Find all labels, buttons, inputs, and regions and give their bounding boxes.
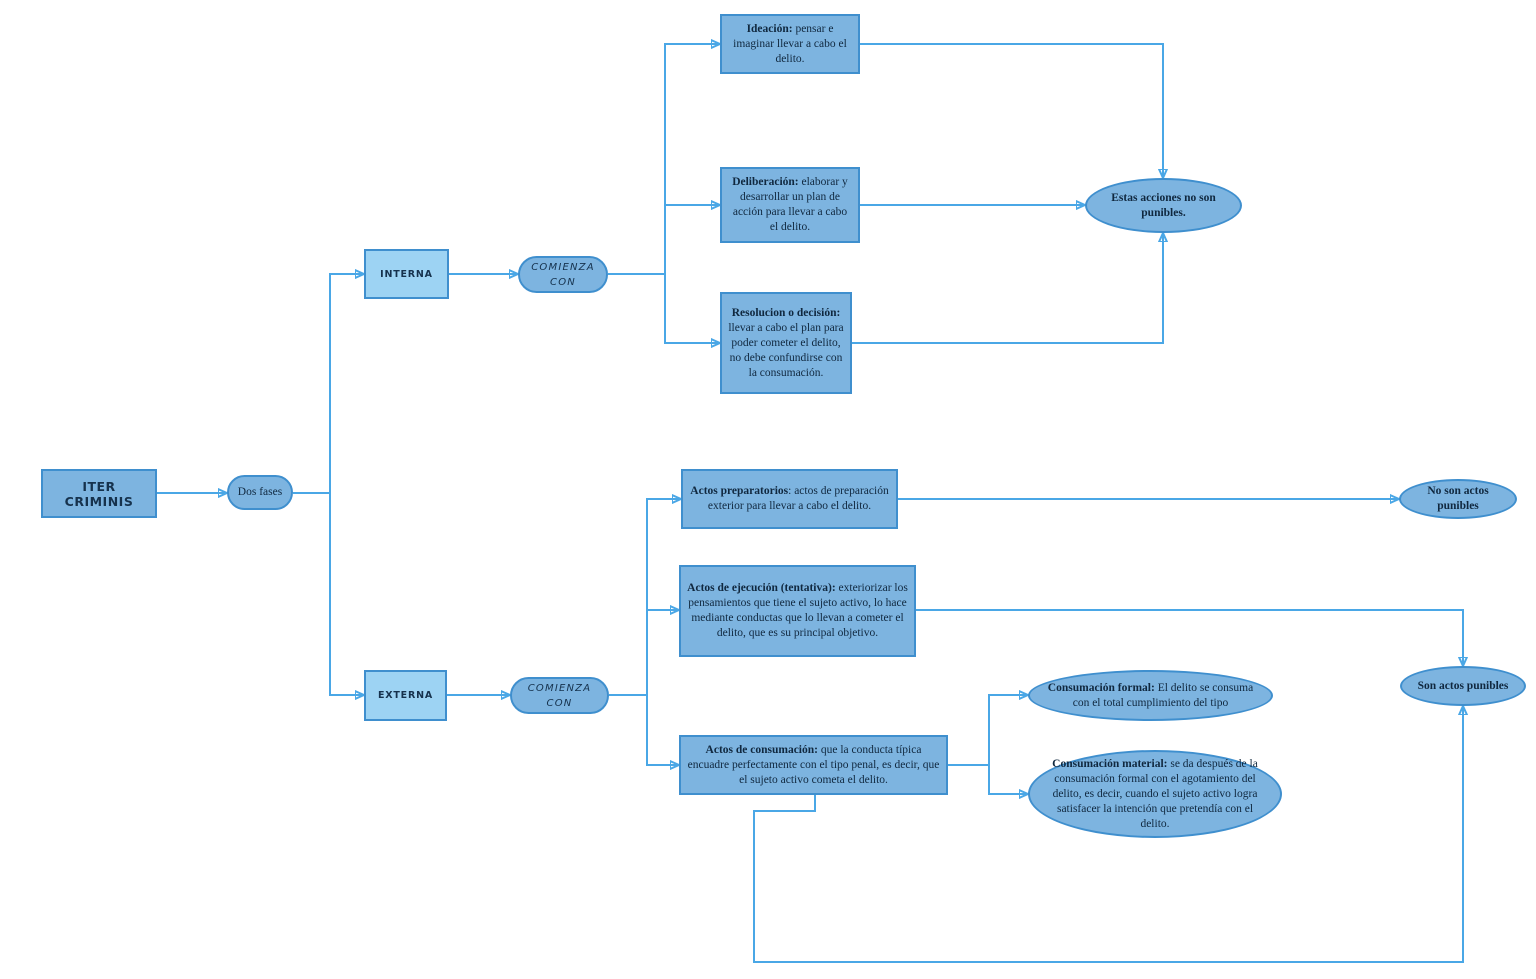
connector-consumacion-material [988, 765, 1028, 794]
ideacion-desc: pensar e imaginar llevar a cabo el delit… [733, 22, 847, 65]
no-son-actos-punibles-node: No son actos punibles [1399, 479, 1517, 519]
externa-comienza-label: COMIENZA CON [527, 682, 592, 709]
deliberacion-node: Deliberación: elaborar y desarrollar un … [720, 167, 860, 243]
connector-comienza-preparatorios [609, 499, 681, 696]
deliberacion-text: Deliberación: elaborar y desarrollar un … [728, 175, 852, 235]
ideacion-node: Ideación: pensar e imaginar llevar a cab… [720, 14, 860, 74]
deliberacion-title: Deliberación: [732, 176, 799, 188]
dos-fases-label: Dos fases [237, 486, 283, 498]
consumacion-formal-text: Consumación formal: El delito se consuma… [1044, 681, 1257, 711]
connector-ejecucion-punibles [916, 609, 1463, 666]
connector-comienza-ideacion [608, 44, 720, 275]
interna-comienza-node: COMIENZA CON [518, 256, 608, 293]
ejecucion-title: Actos de ejecución (tentativa): [687, 582, 836, 594]
consumacion-text: Actos de consumación: que la conducta tí… [687, 743, 940, 788]
connector-fases-externa [329, 493, 364, 695]
connector-consumacion-punibles [753, 706, 1463, 963]
externa-label: EXTERNA [377, 690, 433, 701]
root-label: ITER CRIMINIS [64, 478, 134, 509]
resolucion-text: Resolucion o decisión: llevar a cabo el … [728, 306, 844, 381]
connector-fases-interna [293, 274, 364, 494]
connector-resolucion-result [852, 233, 1163, 344]
son-actos-punibles-node: Son actos punibles [1400, 666, 1526, 706]
consumacion-desc: que la conducta típica encuadre perfecta… [687, 743, 940, 786]
consumacion-node: Actos de consumación: que la conducta tí… [679, 735, 948, 795]
son-actos-punibles-label: Son actos punibles [1417, 679, 1509, 692]
connector-consumacion-formal [948, 695, 1028, 766]
interna-label: INTERNA [380, 268, 433, 280]
interna-comienza-label: COMIENZA CON [531, 261, 595, 288]
consumacion-material-node: Consumación material: se da después de l… [1028, 750, 1282, 838]
connector-ideacion-result [860, 43, 1163, 178]
no-son-actos-punibles-label: No son actos punibles [1427, 485, 1489, 512]
deliberacion-desc: elaborar y desarrollar un plan de acción… [732, 176, 848, 233]
ideacion-text: Ideación: pensar e imaginar llevar a cab… [728, 22, 852, 67]
interna-node: INTERNA [364, 249, 449, 299]
consumacion-material-title: Consumación material: [1052, 757, 1168, 770]
ejecucion-text: Actos de ejecución (tentativa): exterior… [687, 581, 908, 641]
ideacion-title: Ideación: [746, 22, 793, 35]
externa-node: EXTERNA [364, 670, 447, 721]
preparatorios-desc: : actos de preparación exterior para lle… [707, 485, 889, 512]
resolucion-desc: llevar a cabo el plan para poder cometer… [728, 321, 844, 379]
preparatorios-node: Actos preparatorios: actos de preparació… [681, 469, 898, 529]
connector-comienza-resolucion [664, 274, 720, 343]
consumacion-formal-title: Consumación formal: [1047, 681, 1155, 694]
preparatorios-title: Actos preparatorios [690, 485, 789, 497]
consumacion-formal-desc: El delito se consuma con el total cumpli… [1072, 681, 1254, 709]
ejecucion-desc: exteriorizar los pensamientos que tiene … [688, 582, 908, 639]
consumacion-material-desc: se da después de la consumación formal c… [1052, 757, 1258, 830]
root-node: ITER CRIMINIS [41, 469, 157, 518]
connector-comienza-consumacion [646, 695, 679, 765]
resolucion-title: Resolucion o decisión: [731, 306, 841, 319]
preparatorios-text: Actos preparatorios: actos de preparació… [689, 484, 890, 514]
no-punibles-interna-label: Estas acciones no son punibles. [1111, 191, 1216, 219]
consumacion-title: Actos de consumación: [705, 743, 818, 756]
externa-comienza-node: COMIENZA CON [510, 677, 609, 714]
resolucion-node: Resolucion o decisión: llevar a cabo el … [720, 292, 852, 394]
consumacion-formal-node: Consumación formal: El delito se consuma… [1028, 670, 1273, 721]
no-punibles-interna-node: Estas acciones no son punibles. [1085, 178, 1242, 233]
consumacion-material-text: Consumación material: se da después de l… [1044, 757, 1266, 832]
ejecucion-node: Actos de ejecución (tentativa): exterior… [679, 565, 916, 657]
dos-fases-node: Dos fases [227, 475, 293, 510]
